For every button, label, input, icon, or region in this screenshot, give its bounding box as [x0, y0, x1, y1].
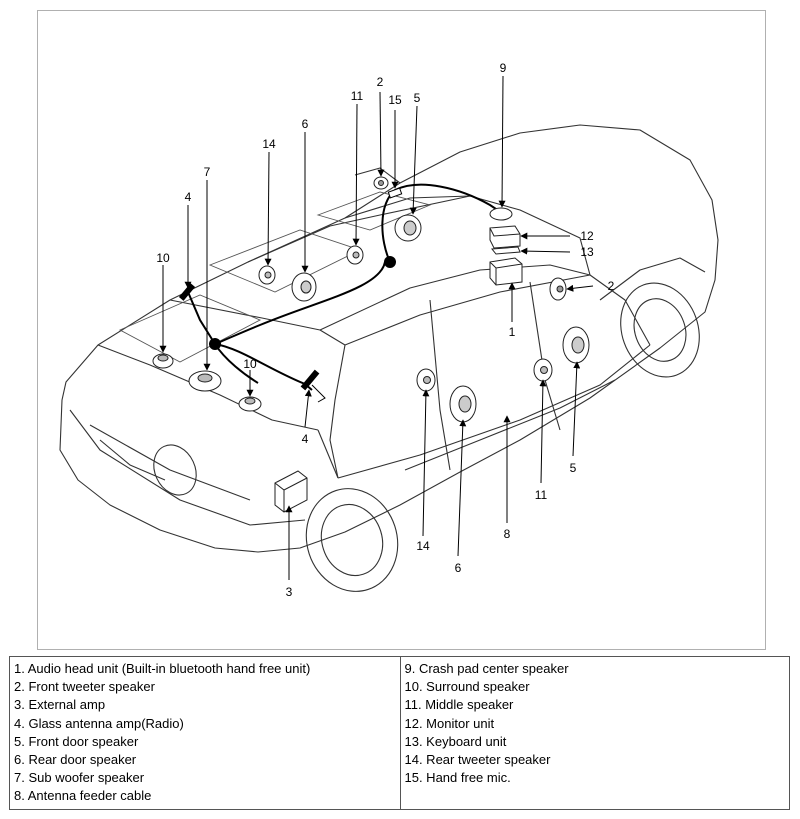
callout-5: 5	[414, 91, 421, 105]
audio-head-unit	[489, 257, 523, 286]
keyboard-unit	[491, 246, 521, 255]
hand-free-mic	[387, 187, 403, 199]
legend-item: 7. Sub woofer speaker	[14, 770, 145, 786]
callout-5: 5	[570, 461, 577, 475]
wiring-harness	[187, 183, 506, 391]
legend-item: 8. Antenna feeder cable	[14, 788, 152, 804]
speaker-middle-left	[346, 245, 364, 265]
callout-10: 10	[243, 357, 257, 371]
legend-table: 1. Audio head unit (Built-in bluetooth h…	[9, 656, 790, 810]
callout-4: 4	[302, 432, 309, 446]
legend-item: 2. Front tweeter speaker	[14, 679, 155, 695]
legend-column-right: 9. Crash pad center speaker 10. Surround…	[399, 657, 790, 809]
external-amp	[274, 470, 308, 513]
car-audio-diagram: 2 15 5 9 11 6 14 7 4 10 10 12 13 2 1 4 5…	[59, 61, 719, 599]
callout-9: 9	[500, 61, 507, 75]
car-body-outline	[59, 124, 719, 553]
callout-14: 14	[262, 137, 276, 151]
callout-labels: 2 15 5 9 11 6 14 7 4 10 10 12 13 2 1 4 5…	[156, 61, 614, 599]
legend-column-left: 1. Audio head unit (Built-in bluetooth h…	[10, 657, 400, 809]
legend-item: 10. Surround speaker	[404, 679, 530, 695]
speaker-crash-pad-center	[489, 207, 513, 221]
speaker-front-door-right	[562, 326, 590, 364]
callout-6: 6	[455, 561, 462, 575]
callout-1: 1	[509, 325, 516, 339]
wheels	[153, 282, 700, 592]
legend-item: 3. External amp	[14, 697, 106, 713]
diagram-frame	[37, 10, 766, 650]
speaker-rear-door-right	[449, 385, 477, 423]
speaker-rear-tweeter-right	[416, 368, 436, 392]
callout-3: 3	[286, 585, 293, 599]
callout-11: 11	[535, 488, 548, 502]
harness-junction	[209, 338, 221, 350]
legend-item: 6. Rear door speaker	[14, 752, 137, 768]
callout-4: 4	[185, 190, 192, 204]
legend-item: 4. Glass antenna amp(Radio)	[14, 715, 184, 731]
monitor-unit	[489, 225, 521, 249]
legend-item: 14. Rear tweeter speaker	[404, 752, 551, 768]
legend-item: 5. Front door speaker	[14, 733, 139, 749]
electronic-units	[274, 225, 523, 513]
speaker-front-tweeter-right	[549, 277, 567, 301]
callout-15: 15	[388, 93, 402, 107]
legend-item: 9. Crash pad center speaker	[404, 661, 569, 676]
callout-13: 13	[580, 245, 594, 259]
speaker-front-tweeter-left	[373, 176, 389, 190]
harness-junction	[384, 256, 396, 268]
legend-item: 13. Keyboard unit	[404, 733, 507, 749]
speaker-rear-tweeter-left	[258, 265, 276, 285]
speaker-surround-right	[238, 396, 262, 412]
speakers	[152, 176, 590, 423]
callout-14: 14	[416, 539, 430, 553]
legend-item: 12. Monitor unit	[404, 715, 495, 731]
speaker-sub-woofer	[188, 370, 222, 392]
callout-11: 11	[351, 89, 364, 103]
speaker-surround-left	[152, 353, 174, 369]
leader-lines	[159, 75, 594, 580]
legend-item: 1. Audio head unit (Built-in bluetooth h…	[14, 661, 311, 676]
callout-7: 7	[204, 165, 211, 179]
legend-item: 15. Hand free mic.	[404, 770, 511, 786]
speaker-rear-door-left	[291, 272, 317, 302]
callout-10: 10	[156, 251, 170, 265]
speaker-front-door-left	[394, 214, 422, 242]
legend-item: 11. Middle speaker	[404, 697, 514, 713]
callout-6: 6	[302, 117, 309, 131]
callout-12: 12	[580, 229, 594, 243]
speaker-middle-right	[533, 358, 553, 382]
callout-8: 8	[504, 527, 511, 541]
callout-2: 2	[608, 279, 615, 293]
callout-2: 2	[377, 75, 384, 89]
